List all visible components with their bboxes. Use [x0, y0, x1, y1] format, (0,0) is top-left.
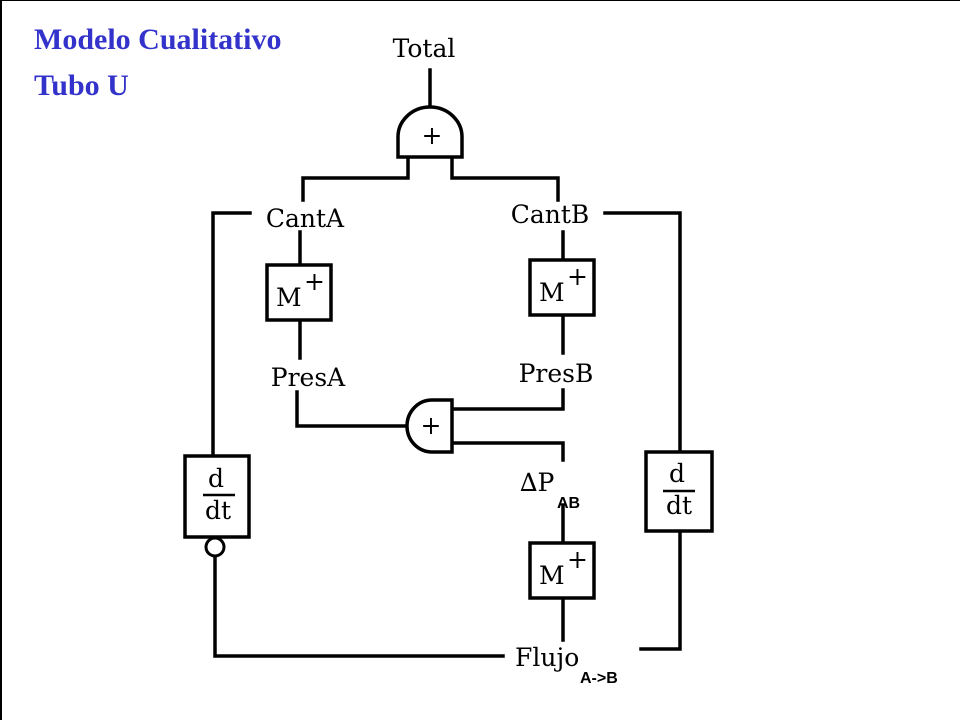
svg-text:dt: dt	[666, 491, 692, 520]
wire-presb-adder	[450, 388, 565, 411]
slide-title-line-2: Tubo U	[34, 69, 129, 102]
label-delta-p: ∆P AB	[520, 468, 580, 512]
label-pres-b: PresB	[519, 359, 594, 388]
label-cant-b: CantB	[511, 200, 590, 229]
adder-middle-sign: +	[421, 411, 442, 440]
mplus-box-a: M +	[265, 263, 333, 322]
label-flujo-subscript: A->B	[580, 670, 618, 687]
adder-gate-top: +	[396, 105, 464, 159]
wire-deriv-left-flujo	[213, 555, 505, 658]
svg-text:+: +	[567, 262, 588, 291]
wire-deriv-right-flujo	[639, 529, 682, 651]
mplus-box-flow: M +	[528, 541, 596, 600]
svg-text:+: +	[304, 267, 325, 296]
label-total: Total	[393, 34, 456, 63]
label-flujo: Flujo A->B	[515, 643, 618, 687]
label-pres-a: PresA	[271, 363, 346, 392]
svg-text:Flujo: Flujo	[515, 643, 579, 672]
svg-text:M: M	[539, 561, 565, 590]
negation-circle	[204, 536, 226, 558]
svg-text:M: M	[539, 278, 565, 307]
adder-gate-middle: +	[405, 398, 454, 454]
svg-text:+: +	[567, 545, 588, 574]
wire-adder-deltap	[450, 441, 565, 462]
frame-border-left	[0, 0, 2, 720]
label-cant-a: CantA	[266, 204, 345, 233]
wire-adder-canta	[301, 155, 410, 202]
connection-wires	[211, 68, 682, 658]
svg-text:dt: dt	[205, 496, 231, 525]
wire-canta-deriv-left	[211, 211, 252, 458]
svg-text:d: d	[208, 464, 224, 493]
frame-border-top	[0, 0, 960, 1]
adder-top-sign: +	[422, 121, 443, 150]
slide-title-line-1: Modelo Cualitativo	[34, 23, 282, 56]
svg-text:M: M	[276, 283, 302, 312]
svg-text:d: d	[669, 459, 685, 488]
label-delta-p-subscript: AB	[557, 495, 580, 512]
wire-presa-adder	[295, 390, 410, 428]
derivative-box-right: d dt	[644, 450, 714, 533]
mplus-box-b: M +	[528, 258, 596, 317]
svg-text:∆P: ∆P	[520, 468, 554, 497]
wire-cantb-deriv-right	[603, 211, 682, 454]
wire-adder-cantb	[450, 155, 560, 202]
derivative-box-left: d dt	[183, 454, 251, 558]
